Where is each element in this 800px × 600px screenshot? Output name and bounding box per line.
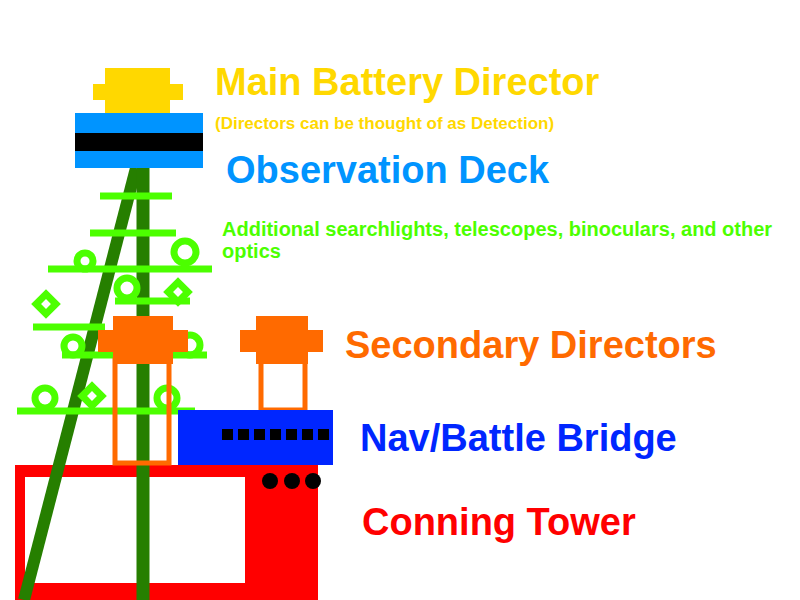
conning-tower-interior — [25, 477, 245, 583]
part-label: Observation Deck — [226, 150, 549, 192]
vision-slit — [262, 473, 278, 489]
part-label: Secondary Directors — [345, 325, 717, 367]
part-label: Additional searchlights, telescopes, bin… — [222, 218, 794, 262]
vision-slit — [284, 473, 300, 489]
bridge-windows — [222, 429, 329, 440]
note-label: (Directors can be thought of as Detectio… — [215, 115, 554, 134]
nav-bridge — [178, 410, 333, 465]
part-label: Conning Tower — [362, 502, 636, 544]
secondary-director — [98, 316, 188, 463]
vision-slit — [305, 473, 321, 489]
observation-deck — [75, 113, 203, 168]
secondary-director — [240, 316, 323, 410]
part-label: Main Battery Director — [215, 62, 599, 104]
part-label: Nav/Battle Bridge — [360, 418, 677, 460]
observation-deck-band — [75, 133, 203, 151]
conning-tower — [15, 465, 318, 600]
main-battery-director-wings — [93, 84, 183, 100]
